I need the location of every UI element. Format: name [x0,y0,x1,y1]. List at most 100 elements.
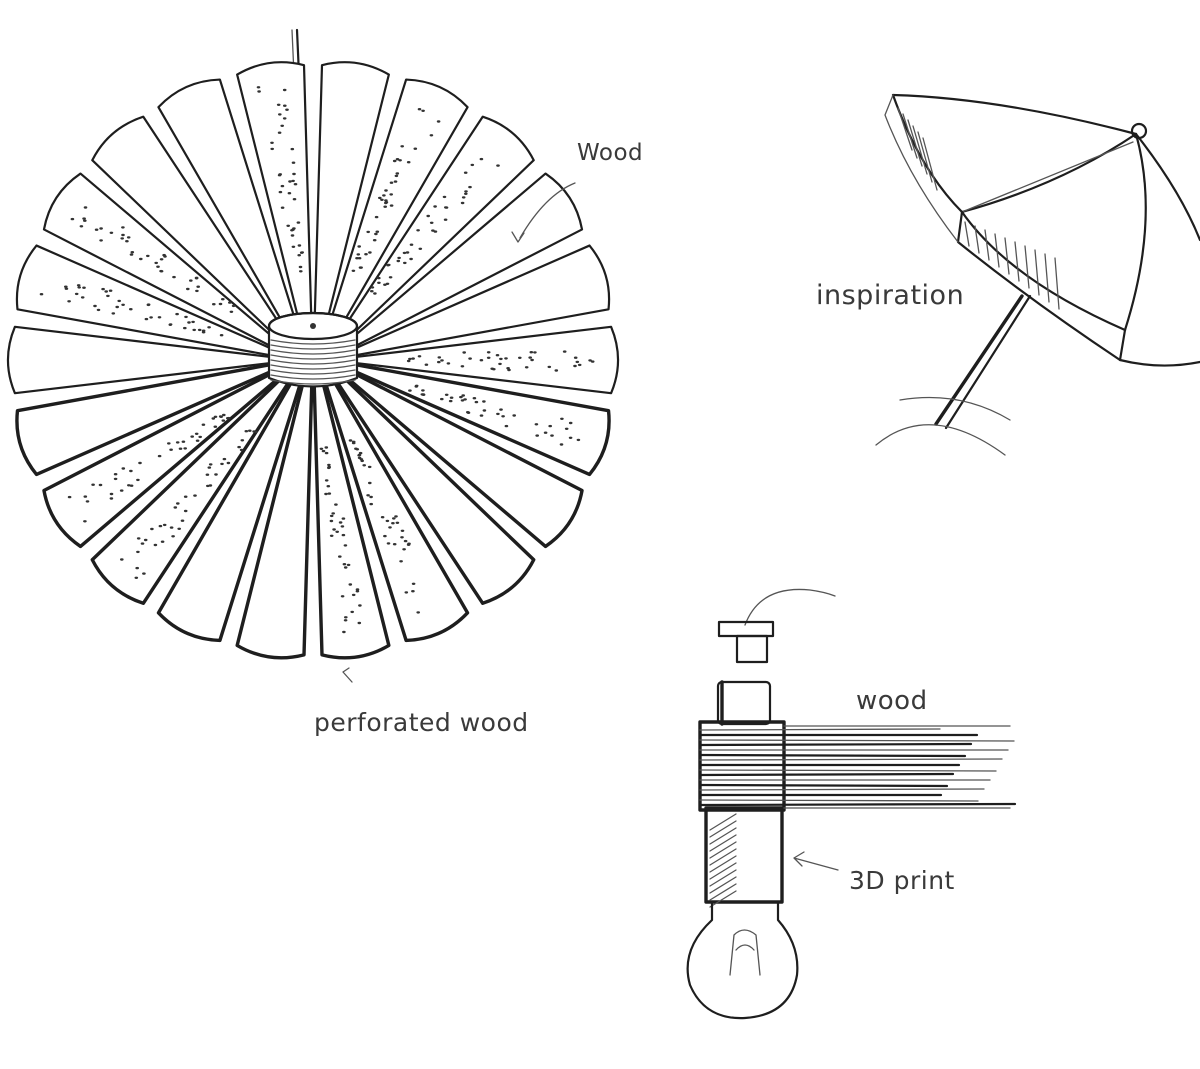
perforation-dot [446,362,451,365]
perforation-dot [201,423,206,426]
perforation-dot [121,226,125,229]
perforation-dot [444,393,449,396]
perforation-dot [479,157,484,161]
print-hatch-line [709,813,737,831]
perforation-dot [208,484,213,487]
perforation-dot [479,359,484,362]
perforation-dot [292,172,296,176]
perforation-dot [442,195,447,199]
lamp-petal [342,172,584,351]
perforation-dot [462,351,467,354]
perforation-dot [331,512,336,515]
perforation-dot [394,174,399,178]
perforation-dot [341,533,346,537]
perforation-dot [418,247,423,250]
perforation-dot [357,245,362,248]
lamp-petal [312,381,391,660]
perforation-dot [383,283,387,286]
umbrella-hatching [897,107,1060,310]
perforation-dot [77,286,81,289]
perforation-dot [129,484,134,487]
perforation-dot [436,120,441,123]
perforation-dot [205,473,210,476]
label-inspiration: inspiration [816,280,965,311]
perforation-dot [127,484,131,487]
perforation-dot [406,161,411,164]
perforation-dot [366,494,370,497]
perforation-dot [383,534,387,538]
umbrella-top-edge [891,93,1138,136]
perforation-dot [292,227,296,230]
perforation-dot [403,539,408,543]
perforation-dot [437,356,442,359]
wood-arm-grain [699,758,1003,761]
perforation-dot [167,442,171,445]
perforation-dot [479,414,484,417]
perforation-dot [358,604,362,607]
umbrella-rib-1 [960,132,1138,214]
perforation-dot [139,257,143,261]
perforation-dot [187,321,191,324]
perforation-dot [350,610,355,614]
perforation-dot [416,229,420,232]
perforation-dot [140,542,145,545]
perforation-dot [121,467,126,470]
perforation-dot [355,588,360,591]
perforation-dot [291,245,296,248]
perforation-dot [443,218,448,221]
detail-wood-arm [698,720,1017,812]
perforation-dot [535,434,539,437]
perforation-dot [125,240,129,243]
perforation-dot [189,279,193,282]
perforation-dot [278,113,282,116]
perforation-dot [76,284,81,287]
perforation-dot [370,286,375,289]
perforation-dot [82,217,86,220]
perforation-dot [288,180,292,183]
perforation-dot [424,363,429,366]
umbrella-sketch [875,93,1200,456]
perforation-dot [326,485,331,488]
lamp-petal [42,172,284,351]
perforation-dot [129,253,134,256]
detail-bulb-filament-2 [735,944,755,951]
perforation-dot [171,535,175,538]
perforation-dot [411,357,415,360]
perforation-dot [83,495,88,498]
perforation-dot [324,492,328,496]
perforation-dot [459,395,463,399]
perforation-dot [129,308,133,311]
perforation-dot [101,287,105,291]
perforation-dot [113,473,118,476]
perforation-dot [355,257,359,260]
perforation-dot [389,181,394,184]
perforation-dot [201,331,206,334]
perforation-dot [104,290,108,293]
perforation-dot [389,204,394,207]
perforation-dot [375,230,380,233]
print-hatch-line [709,883,737,901]
perforation-dot [196,285,200,288]
perforation-dot [191,320,195,324]
perforation-dot [192,328,196,332]
perforation-dot [482,400,486,403]
perforation-dot [356,253,361,256]
perforation-dot [398,159,402,162]
perforation-dot [138,461,142,465]
wood-arm-grain [699,728,941,731]
umbrella-hatch-line [1054,257,1060,310]
perforation-dot [220,462,224,466]
perforation-dot [355,448,360,451]
print-hatch-line [709,869,737,887]
perforation-dot [358,451,363,455]
perforation-dot [96,308,101,312]
perforation-dot [146,254,150,258]
perforation-dot [172,275,176,279]
print-hatch-line [709,890,737,908]
perforation-dot [362,464,367,467]
perforation-dot [372,239,377,242]
perforation-dot [334,503,338,506]
perforation-dot [576,438,581,442]
umbrella-hatch-line [1004,237,1010,275]
perforation-dot [329,534,334,537]
